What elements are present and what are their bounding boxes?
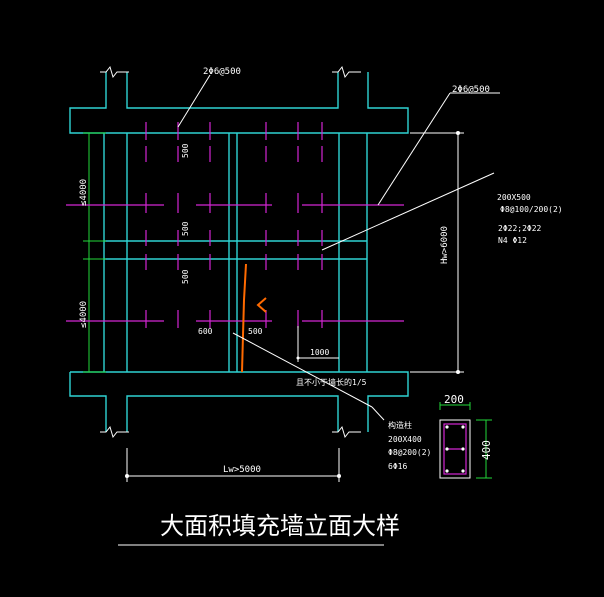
hw-label: Hw>6000 (440, 226, 450, 264)
height-bottom-label: ≤4000 (79, 301, 89, 328)
spacing-1000: 1000 (310, 348, 329, 357)
tie-bars (66, 204, 404, 322)
column-size-label: 200X400 (388, 435, 422, 444)
height-dimension (410, 131, 464, 374)
note-bottom-label: 且不小于墙长的1/5 (296, 377, 367, 387)
column-section (439, 402, 492, 479)
drawing-title: 大面积填充墙立面大样 (160, 512, 400, 540)
small-dimension (296, 326, 339, 362)
spacing-500-d: 500 (248, 327, 263, 336)
tie-top-label: 2Φ6@500 (203, 67, 241, 77)
column-stirrup-label: Φ8@200(2) (388, 448, 431, 457)
section-width-label: 200 (444, 393, 464, 406)
height-top-label: ≤4000 (79, 179, 89, 206)
beam-rebar-label: 2Φ22;2Φ22 (498, 224, 542, 233)
column-rebar-label: 6Φ16 (388, 462, 407, 471)
column-type-label: 构造柱 (388, 420, 412, 430)
spacing-500-b: 500 (181, 221, 190, 236)
spacing-500-c: 500 (181, 269, 190, 284)
left-dimensions (83, 132, 106, 373)
beam-size-label: 200X500 (497, 193, 531, 202)
spacing-600: 600 (198, 327, 213, 336)
columns (103, 133, 368, 372)
leader-lines (177, 74, 500, 421)
dowel-bars (145, 122, 323, 328)
beam-waist-label: N4 Φ12 (498, 236, 527, 245)
bottom-structure (69, 371, 409, 439)
length-dimension (125, 448, 341, 482)
tie-right-label: 2Φ6@500 (452, 85, 490, 95)
beam-stirrup-label: Φ8@100/200(2) (500, 205, 563, 214)
spacing-500-a: 500 (181, 143, 190, 158)
tie-beam (104, 240, 367, 260)
crack-mark (241, 263, 267, 373)
top-structure (69, 65, 409, 134)
section-height-label: 400 (480, 440, 493, 460)
lw-label: Lw>5000 (223, 465, 261, 475)
